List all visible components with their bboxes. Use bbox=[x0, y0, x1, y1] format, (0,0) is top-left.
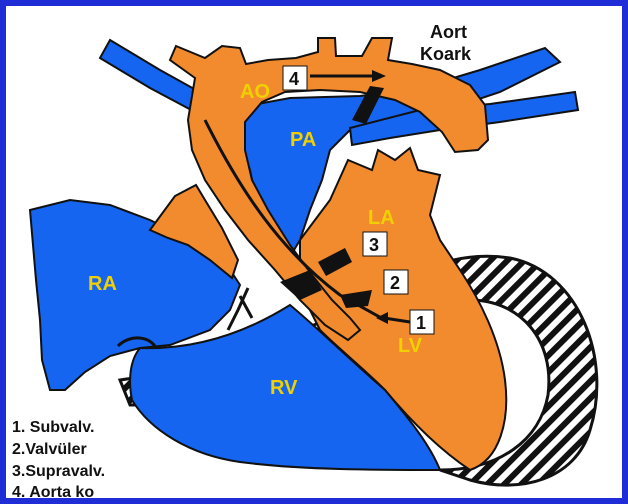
legend-item-4: 4. Aorta ko bbox=[12, 484, 94, 501]
label-ra: RA bbox=[88, 273, 117, 295]
marker-1: 1 bbox=[416, 313, 426, 333]
label-pa: PA bbox=[290, 129, 316, 151]
label-rv: RV bbox=[270, 377, 298, 399]
label-koark: Koark bbox=[420, 44, 472, 64]
marker-2: 2 bbox=[390, 273, 400, 293]
legend-item-2: 2.Valvüler bbox=[12, 441, 87, 458]
legend-item-1: 1. Subvalv. bbox=[12, 419, 94, 436]
marker-3: 3 bbox=[369, 235, 379, 255]
label-la: LA bbox=[368, 207, 395, 229]
label-aort: Aort bbox=[430, 22, 467, 42]
label-lv: LV bbox=[398, 335, 423, 357]
legend-item-3: 3.Supravalv. bbox=[12, 463, 105, 480]
label-ao: AO bbox=[240, 81, 270, 103]
marker-4: 4 bbox=[289, 69, 299, 89]
